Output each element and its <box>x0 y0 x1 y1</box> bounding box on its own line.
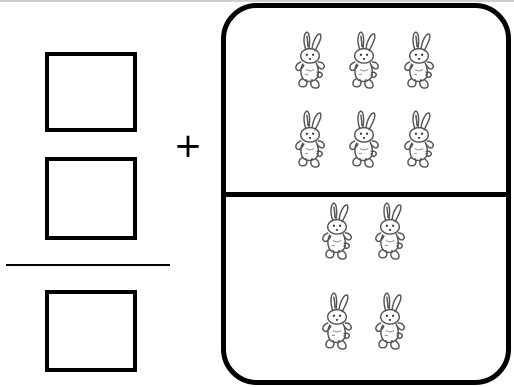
sum-line <box>6 264 170 266</box>
rabbit-icon <box>289 109 331 171</box>
rabbit-icon <box>289 30 331 92</box>
rabbit-icon <box>316 201 358 263</box>
top-rule <box>0 0 514 2</box>
rabbit-icon <box>398 109 440 171</box>
answer-box-bottom-addend[interactable] <box>45 157 137 240</box>
rabbit-icon <box>369 291 411 353</box>
panel-divider <box>226 192 506 197</box>
plus-sign: + <box>170 126 206 166</box>
rabbit-icon <box>369 201 411 263</box>
answer-box-top-addend[interactable] <box>45 52 137 132</box>
rabbit-icon <box>343 109 385 171</box>
picture-frame <box>221 3 511 385</box>
rabbit-icon <box>398 30 440 92</box>
rabbit-icon <box>343 30 385 92</box>
answer-box-sum[interactable] <box>45 290 137 372</box>
rabbit-icon <box>316 291 358 353</box>
